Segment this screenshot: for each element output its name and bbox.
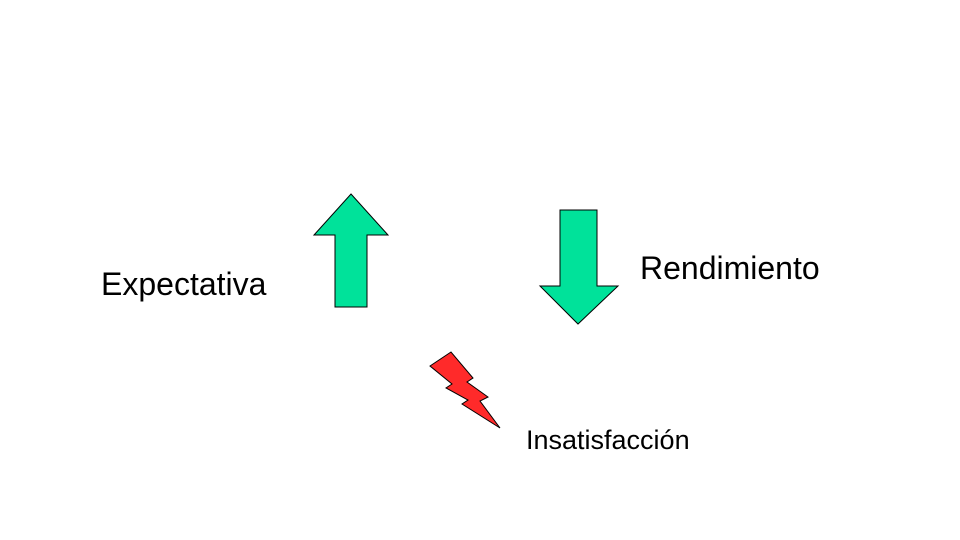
rendimiento-label: Rendimiento	[640, 250, 820, 286]
up-arrow	[312, 193, 390, 308]
down-arrow	[538, 209, 620, 325]
expectativa-label: Expectativa	[101, 266, 267, 302]
lightning-bolt-icon	[429, 351, 501, 429]
insatisfaccion-label: Insatisfacción	[526, 425, 690, 455]
